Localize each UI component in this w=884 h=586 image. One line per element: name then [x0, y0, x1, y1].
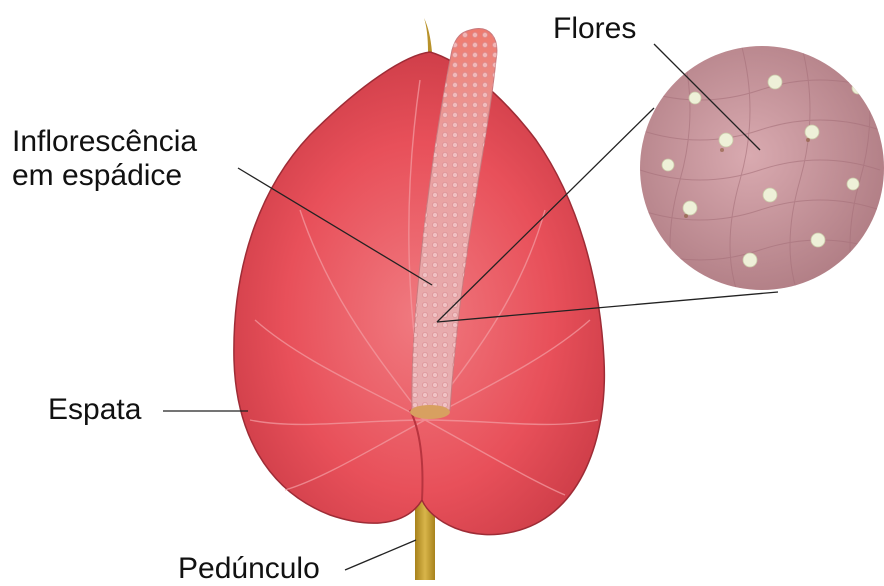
inflorescence-label: Inflorescência em espádice	[12, 125, 197, 193]
flower-dot	[768, 75, 782, 89]
flower-dot	[662, 159, 674, 171]
flower-dot	[763, 188, 777, 202]
flower-dot	[847, 178, 859, 190]
spathe-label: Espata	[48, 393, 141, 427]
flowers-zoom-circle	[640, 46, 884, 290]
flower-dot	[683, 201, 697, 215]
flower-dot	[719, 133, 733, 147]
inflorescence-label-line2: em espádice	[12, 159, 197, 193]
flower-dot	[811, 233, 825, 247]
flower-dot	[805, 125, 819, 139]
spathe-tip	[424, 18, 432, 52]
flower-dot	[689, 92, 701, 104]
flowers-label: Flores	[553, 12, 636, 46]
flower-dot	[743, 253, 757, 267]
spadix-base	[410, 405, 450, 419]
inflorescence-label-line1: Inflorescência	[12, 125, 197, 159]
peduncle-leader	[345, 540, 416, 570]
flower-dot	[852, 82, 864, 94]
peduncle-label: Pedúnculo	[178, 552, 320, 586]
